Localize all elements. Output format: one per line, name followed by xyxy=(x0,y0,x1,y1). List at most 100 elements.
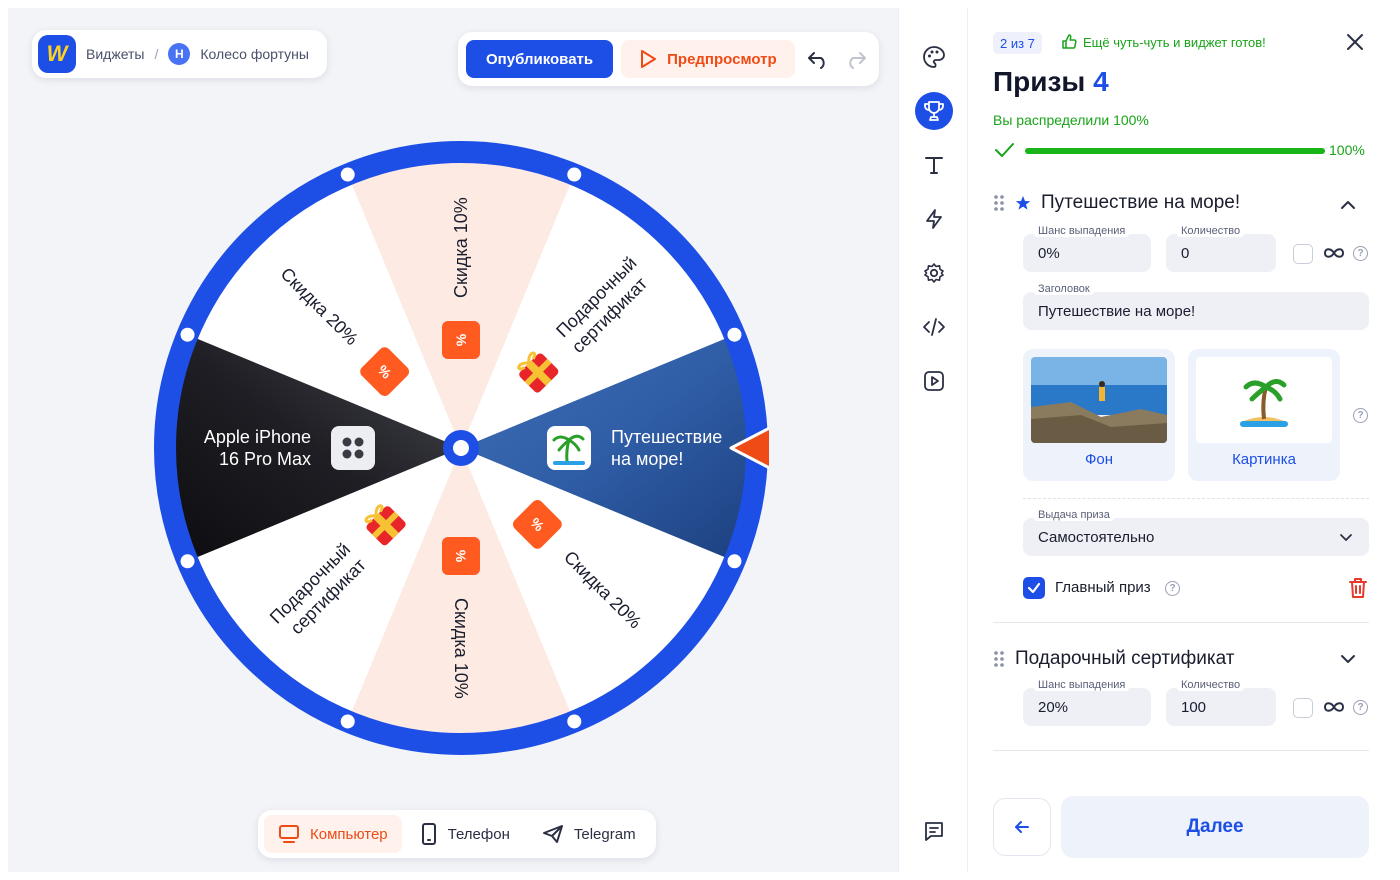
percent-icon: % xyxy=(442,537,480,575)
prize-item-header-2[interactable]: Подарочный сертификат xyxy=(993,648,1234,670)
tool-prizes[interactable] xyxy=(915,92,953,130)
heading-label: Заголовок xyxy=(1034,283,1094,295)
code-icon xyxy=(923,318,945,336)
camera-lens xyxy=(342,437,352,447)
next-button[interactable]: Далее xyxy=(1061,796,1369,858)
gift-ribbon xyxy=(371,511,399,539)
quantity-input[interactable]: 0 xyxy=(1166,234,1276,272)
gear-icon xyxy=(924,263,944,283)
breadcrumb-separator: / xyxy=(154,46,159,62)
wheel-segment xyxy=(347,152,575,449)
media-help-icon[interactable]: ? xyxy=(1353,408,1368,423)
distribution-status: Вы распределили 100% xyxy=(993,112,1149,128)
wheel-segment xyxy=(165,334,462,562)
main-prize-checkbox[interactable] xyxy=(1023,577,1045,599)
help-icon-2[interactable]: ? xyxy=(1353,700,1368,715)
main-prize-help-icon[interactable]: ? xyxy=(1165,581,1180,596)
drag-handle-icon[interactable] xyxy=(993,649,1005,669)
back-button[interactable] xyxy=(993,798,1051,856)
wheel-segment-label: Скидка 10% xyxy=(451,197,471,298)
help-icon[interactable]: ? xyxy=(1353,246,1368,261)
redo-button[interactable] xyxy=(841,44,871,74)
device-phone[interactable]: Телефон xyxy=(406,815,524,853)
prize-count: 4 xyxy=(1093,66,1109,97)
page-title: Призы 4 xyxy=(993,66,1109,98)
background-upload[interactable]: Фон xyxy=(1023,349,1175,481)
quantity-input-2[interactable]: 100 xyxy=(1166,688,1276,726)
image-upload[interactable]: Картинка xyxy=(1188,349,1340,481)
wheel-dot xyxy=(727,327,742,342)
chevron-down-icon[interactable] xyxy=(1337,648,1359,670)
prize-name: Путешествие на море! xyxy=(1041,192,1241,213)
play-icon xyxy=(924,371,944,391)
chance-input[interactable]: 0% xyxy=(1023,234,1151,272)
percent-icon: % xyxy=(512,499,562,549)
close-icon[interactable] xyxy=(1343,30,1367,54)
sea-photo-image xyxy=(1031,357,1167,443)
undo-button[interactable] xyxy=(803,44,833,74)
infinity-icon xyxy=(1323,702,1345,712)
preview-label: Предпросмотр xyxy=(667,50,777,68)
publish-button[interactable]: Опубликовать xyxy=(466,40,614,78)
percent-badge xyxy=(442,321,480,359)
gift-ribbon xyxy=(524,358,552,386)
infinity-icon xyxy=(1323,248,1345,258)
device-switcher: Компьютер Телефон Telegram xyxy=(258,810,656,858)
wheel-dot xyxy=(340,167,355,182)
wheel-dot xyxy=(727,554,742,569)
image-label: Картинка xyxy=(1232,451,1296,468)
tool-triggers[interactable] xyxy=(915,200,953,238)
device-phone-label: Телефон xyxy=(447,825,510,843)
tool-design[interactable] xyxy=(915,38,953,76)
tool-code[interactable] xyxy=(915,308,953,346)
tool-settings[interactable] xyxy=(915,254,953,292)
palm-water xyxy=(553,461,585,465)
telegram-icon xyxy=(542,825,563,843)
unlimited-checkbox-2[interactable] xyxy=(1293,698,1313,718)
breadcrumb: W Виджеты / Н Колесо фортуны xyxy=(32,30,327,78)
percent-badge xyxy=(442,537,480,575)
tool-preview[interactable] xyxy=(915,362,953,400)
heading-input[interactable]: Путешествие на море! xyxy=(1023,292,1369,330)
delivery-select[interactable]: Самостоятельно xyxy=(1023,518,1369,556)
progress-percent: 100% xyxy=(1329,142,1365,158)
drag-handle-icon[interactable] xyxy=(993,193,1005,213)
preview-button[interactable]: Предпросмотр xyxy=(621,40,795,78)
chat-icon xyxy=(925,822,943,841)
app-logo[interactable]: W xyxy=(38,35,76,73)
quantity-label: Количество xyxy=(1177,225,1245,237)
star-icon xyxy=(1015,196,1031,210)
chevron-up-icon[interactable] xyxy=(1337,194,1359,216)
device-desktop-label: Компьютер xyxy=(310,825,388,843)
prize-divider-2 xyxy=(993,750,1369,751)
camera-lens xyxy=(354,437,364,447)
wheel-segment xyxy=(347,448,575,744)
percent-badge xyxy=(360,347,410,397)
tool-text[interactable] xyxy=(915,146,953,184)
unlimited-checkbox[interactable] xyxy=(1293,244,1313,264)
distribution-progress: 100% xyxy=(993,140,1375,160)
check-icon xyxy=(995,143,1014,157)
device-telegram[interactable]: Telegram xyxy=(528,815,650,853)
tool-chat[interactable] xyxy=(915,812,953,850)
monitor-icon xyxy=(279,825,299,843)
gift-bow xyxy=(517,351,537,371)
wheel-dot xyxy=(180,554,195,569)
gift-bow xyxy=(364,504,384,524)
prize-item-header[interactable]: Путешествие на море! xyxy=(993,192,1240,214)
breadcrumb-widgets[interactable]: Виджеты xyxy=(86,46,145,62)
device-telegram-label: Telegram xyxy=(573,825,636,843)
chance-label: Шанс выпадения xyxy=(1034,225,1130,237)
text-icon xyxy=(925,157,943,174)
gift-icon xyxy=(517,351,559,393)
progress-hint-text: Ещё чуть-чуть и виджет готов! xyxy=(1083,34,1266,50)
trash-icon[interactable] xyxy=(1347,576,1369,600)
delivery-label: Выдача приза xyxy=(1034,509,1114,521)
wheel-dot xyxy=(567,167,582,182)
chance-input-2[interactable]: 20% xyxy=(1023,688,1151,726)
device-desktop[interactable]: Компьютер xyxy=(264,815,402,853)
wheel-dot xyxy=(340,714,355,729)
